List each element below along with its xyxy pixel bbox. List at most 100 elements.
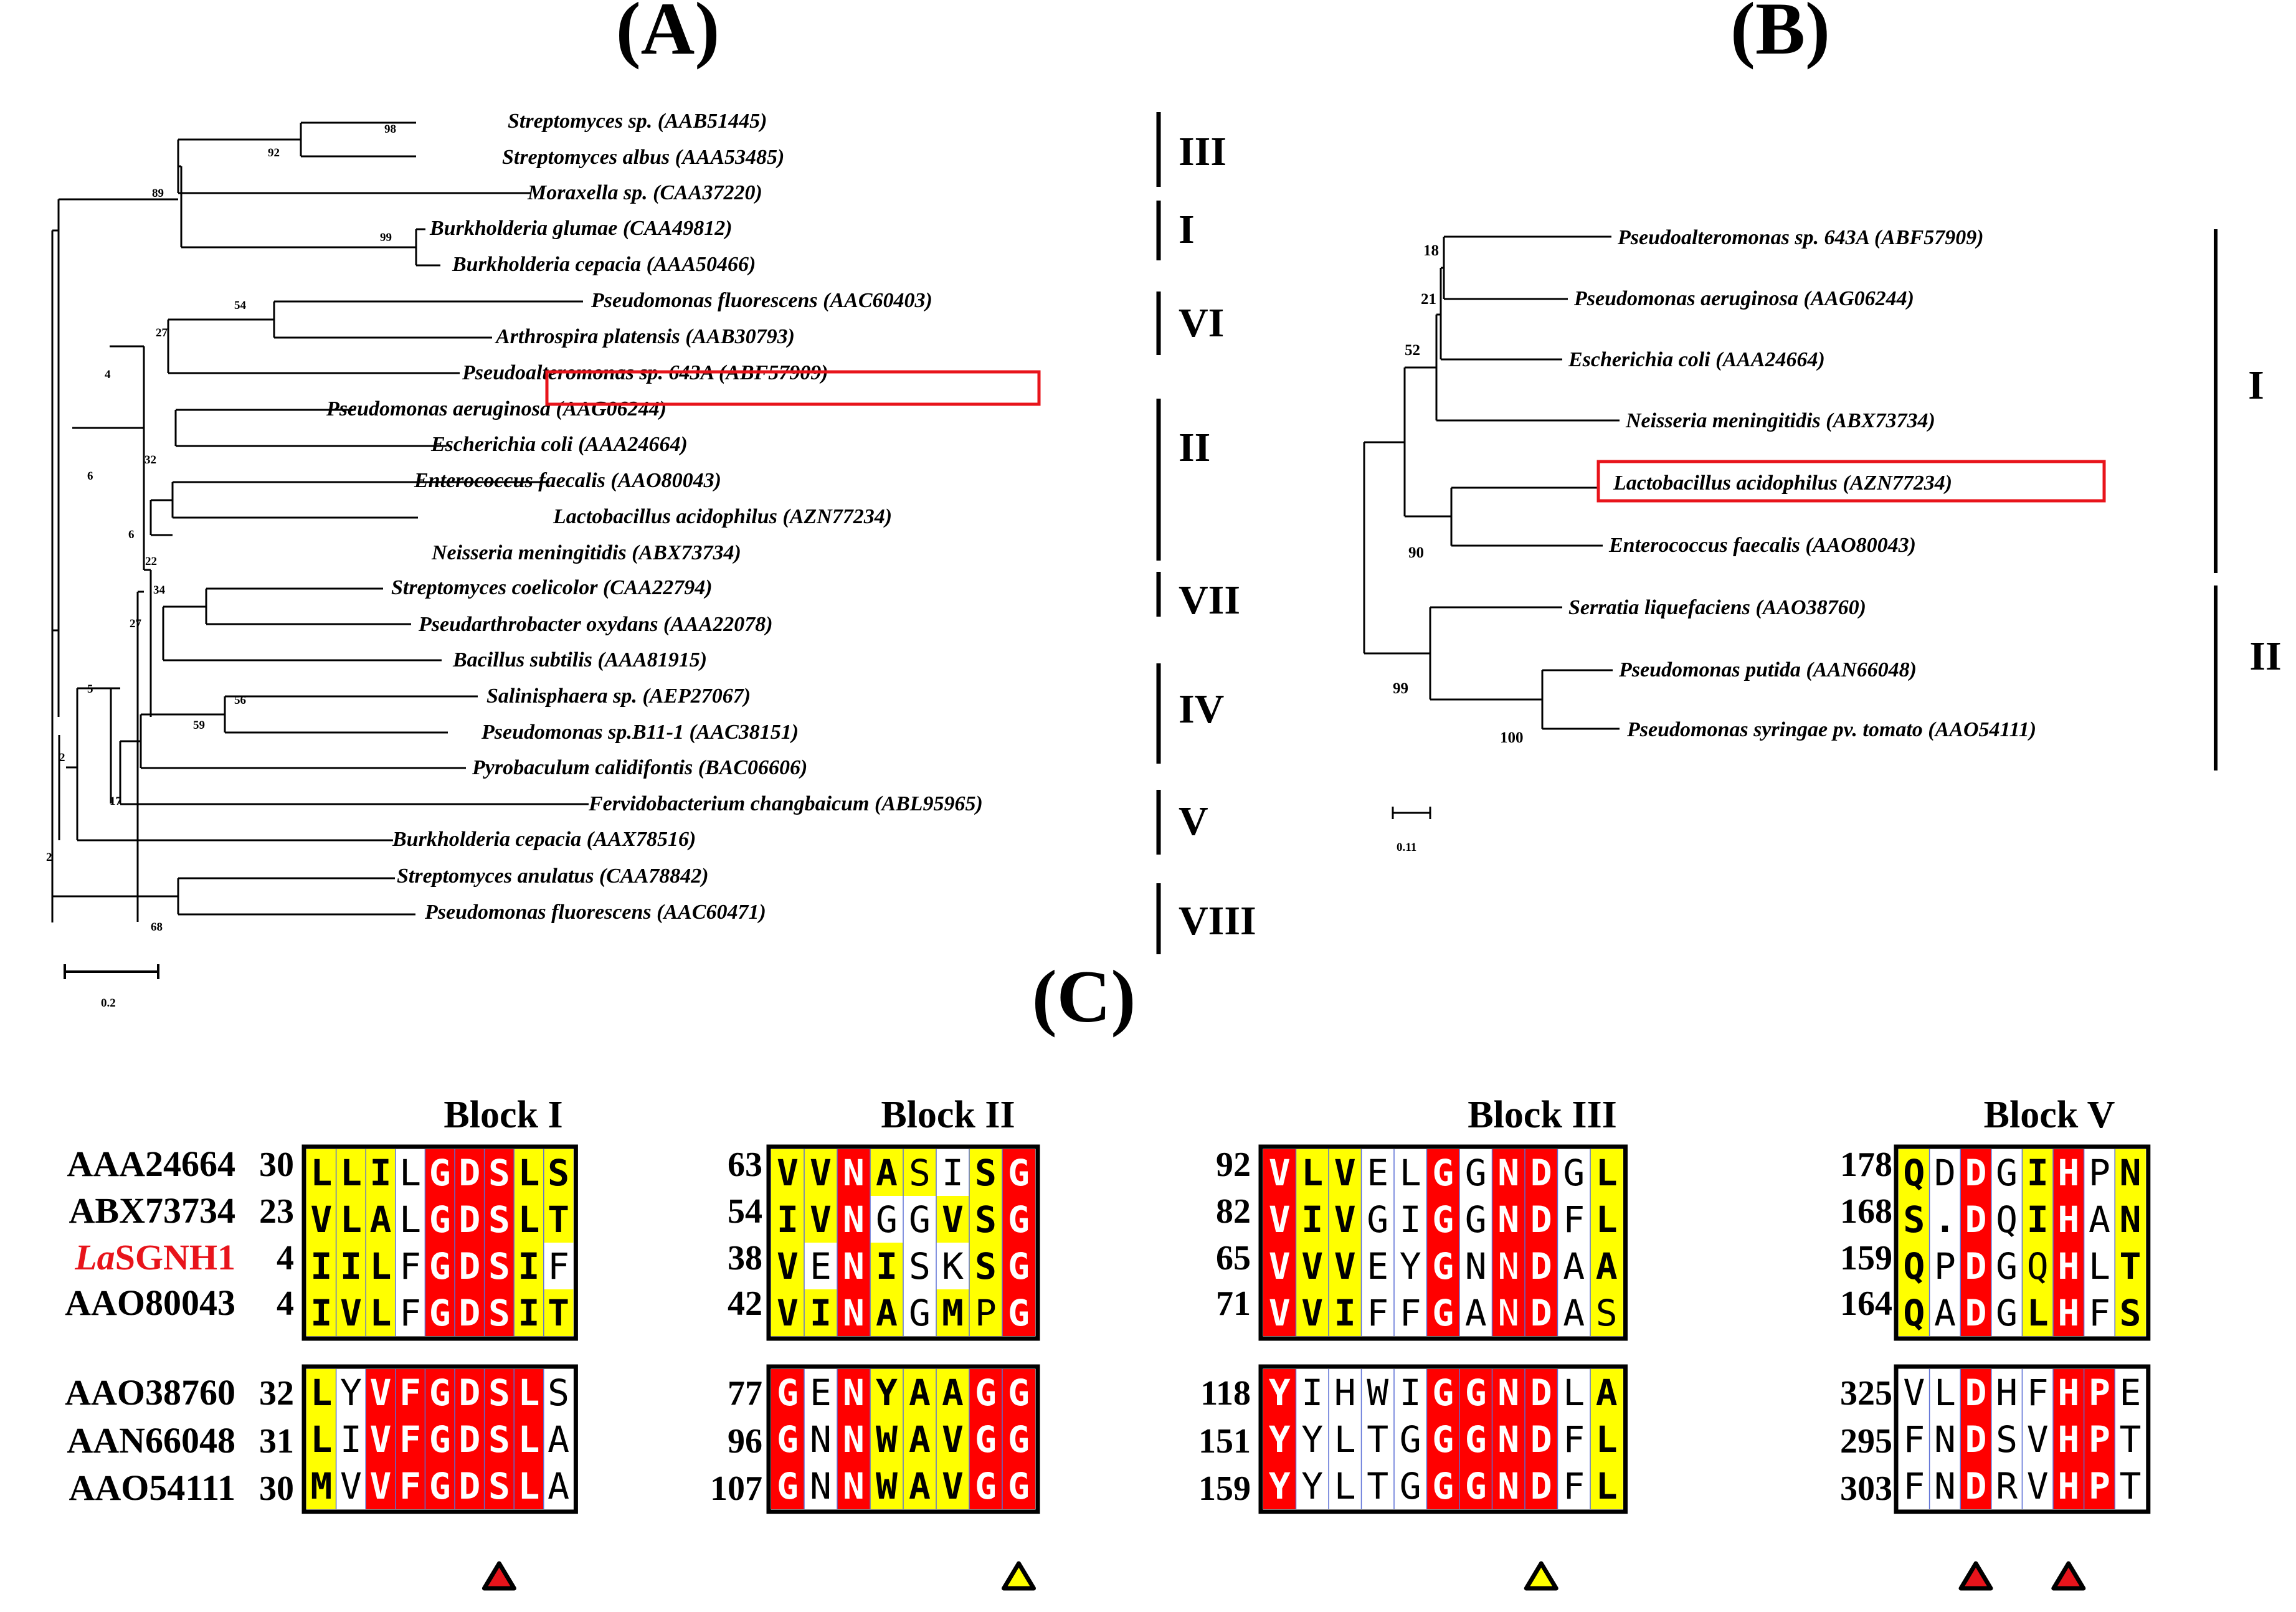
alignment-box bbox=[1258, 1144, 1628, 1341]
tree-a-leaf-20-rest: cepacia (AAX78516) bbox=[510, 828, 696, 851]
residue-cell bbox=[969, 1196, 1002, 1243]
tree-b-leaf-5: Enterococcus faecalis (AAO80043) bbox=[1608, 534, 1916, 557]
residue: H bbox=[2057, 1372, 2079, 1414]
residue-cell bbox=[2084, 1463, 2115, 1509]
residue-cell bbox=[1296, 1149, 1329, 1196]
tree-b-leaf-3: Neisseria meningitidis (ABX73734) bbox=[1625, 409, 1935, 432]
residue: A bbox=[1563, 1292, 1585, 1334]
residue: D bbox=[458, 1372, 480, 1414]
tree-a-leaf-4-genus: Burkholderia bbox=[452, 253, 570, 276]
residue: E bbox=[1367, 1152, 1388, 1194]
residue: D bbox=[1965, 1152, 1987, 1194]
residue-position: 4 bbox=[277, 1239, 294, 1278]
residue-cell bbox=[903, 1463, 936, 1509]
residue-cell bbox=[1426, 1416, 1459, 1463]
residue-cell bbox=[2053, 1289, 2084, 1336]
residue-cell bbox=[2022, 1289, 2053, 1336]
residue: G bbox=[1465, 1372, 1487, 1414]
residue: A bbox=[548, 1465, 569, 1507]
residue-cell bbox=[1929, 1149, 1961, 1196]
residue-cell bbox=[870, 1463, 903, 1509]
tree-a-leaf-6: Arthrospira platensis (AAB30793) bbox=[495, 325, 795, 348]
tree-a-leaf-21-genus: Streptomyces bbox=[397, 865, 512, 888]
residue-cell bbox=[1296, 1463, 1329, 1509]
residue-cell bbox=[1590, 1289, 1623, 1336]
residue-cell bbox=[837, 1369, 870, 1416]
residue: A bbox=[370, 1198, 392, 1241]
residue: Y bbox=[1269, 1465, 1291, 1507]
residue: V bbox=[340, 1292, 362, 1334]
residue-position: 96 bbox=[728, 1422, 762, 1461]
residue: S bbox=[975, 1152, 997, 1194]
residue-cell bbox=[969, 1416, 1002, 1463]
residue-cell bbox=[1590, 1369, 1623, 1416]
residue: T bbox=[548, 1292, 569, 1334]
residue-cell bbox=[1329, 1289, 1362, 1336]
residue-cell bbox=[2053, 1463, 2084, 1509]
residue: H bbox=[2057, 1418, 2079, 1461]
tree-a-leaf-0-rest: sp. (AAB51445) bbox=[623, 110, 767, 133]
residue-cell bbox=[425, 1196, 455, 1243]
residue: L bbox=[310, 1418, 332, 1461]
residue-cell bbox=[1361, 1149, 1394, 1196]
group-label-a-2: I bbox=[1179, 207, 1195, 252]
residue: S bbox=[488, 1372, 510, 1414]
residue: L bbox=[518, 1152, 540, 1194]
residue: G bbox=[1008, 1372, 1030, 1414]
residue-cell bbox=[395, 1369, 425, 1416]
residue: L bbox=[340, 1198, 362, 1241]
tree-a-subtree-ii bbox=[136, 590, 144, 922]
residue-position: 178 bbox=[1840, 1145, 1892, 1184]
tree-a-leaf-1: Streptomyces albus (AAA53485) bbox=[502, 146, 784, 169]
residue-cell bbox=[395, 1463, 425, 1509]
tree-b-leaf-8: Pseudomonas syringae pv. tomato (AAO5411… bbox=[1626, 718, 2036, 741]
accession-label: AAO54111 bbox=[69, 1467, 236, 1508]
residue-position: 295 bbox=[1840, 1422, 1892, 1461]
residue-cell bbox=[870, 1289, 903, 1336]
residue: L bbox=[399, 1152, 421, 1194]
residue-cell bbox=[1929, 1463, 1961, 1509]
residue: G bbox=[1008, 1245, 1030, 1287]
residue-cell bbox=[336, 1243, 366, 1289]
residue-cell bbox=[1263, 1369, 1296, 1416]
residue: N bbox=[810, 1465, 832, 1507]
residue-cell bbox=[1492, 1369, 1525, 1416]
residue: N bbox=[1497, 1152, 1519, 1194]
residue-cell bbox=[1899, 1243, 1930, 1289]
residue-cell bbox=[1296, 1369, 1329, 1416]
residue: I bbox=[1400, 1198, 1421, 1241]
alignment-box bbox=[301, 1364, 578, 1514]
residue-cell bbox=[1361, 1289, 1394, 1336]
residue: S bbox=[2120, 1292, 2142, 1334]
residue: I bbox=[810, 1292, 832, 1334]
residue: A bbox=[1934, 1292, 1956, 1334]
residue-cell bbox=[514, 1463, 544, 1509]
residue-cell bbox=[484, 1369, 515, 1416]
residue: I bbox=[518, 1292, 540, 1334]
residue-position: 325 bbox=[1840, 1374, 1892, 1413]
residue-cell bbox=[1590, 1149, 1623, 1196]
residue: V bbox=[1334, 1152, 1356, 1194]
residue-cell bbox=[336, 1149, 366, 1196]
residue: F bbox=[399, 1418, 421, 1461]
tree-b-leaf-4: Lactobacillus acidophilus (AZN77234) bbox=[1613, 472, 1952, 495]
residue-cell bbox=[306, 1369, 336, 1416]
residue: V bbox=[370, 1372, 392, 1414]
residue-cell bbox=[1426, 1243, 1459, 1289]
residue-cell bbox=[1394, 1463, 1427, 1509]
residue-cell bbox=[1492, 1149, 1525, 1196]
residue-cell bbox=[484, 1149, 515, 1196]
residue-cell bbox=[804, 1149, 837, 1196]
residue-cell bbox=[543, 1243, 574, 1289]
residue: G bbox=[1996, 1292, 2018, 1334]
tree-b-leaf-8-genus: Pseudomonas bbox=[1626, 718, 1748, 741]
residue: S bbox=[488, 1292, 510, 1334]
residue: A bbox=[876, 1152, 898, 1194]
tree-b-leaf-3-genus: Neisseria bbox=[1625, 409, 1707, 432]
tree-a-leaf-10: Enterococcus faecalis (AAO80043) bbox=[414, 469, 721, 492]
residue: G bbox=[429, 1198, 451, 1241]
residue: I bbox=[876, 1245, 898, 1287]
residue-cell bbox=[870, 1149, 903, 1196]
residue-cell bbox=[2084, 1369, 2115, 1416]
tree-a-bootstrap: 32 bbox=[145, 453, 156, 467]
